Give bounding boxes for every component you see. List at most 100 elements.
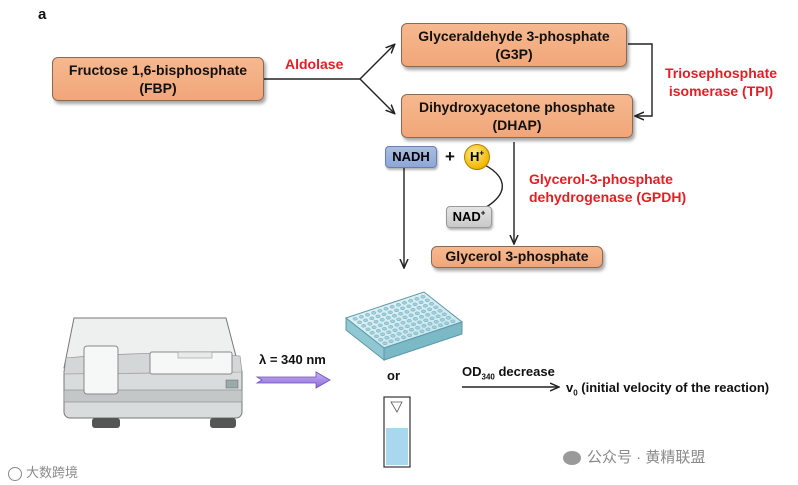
gpdh-line2: dehydrogenase (GPDH) bbox=[529, 189, 687, 205]
nadh-tag: NADH bbox=[385, 146, 437, 168]
plate-well bbox=[384, 321, 389, 325]
nad-text: NAD bbox=[452, 209, 481, 224]
plate-well bbox=[421, 324, 427, 328]
plate-well bbox=[412, 302, 418, 306]
plate-well bbox=[365, 313, 370, 317]
spectrophotometer-icon bbox=[63, 317, 243, 428]
plate-well bbox=[439, 318, 445, 322]
plate-well bbox=[400, 306, 405, 310]
proton-icon: H+ bbox=[464, 144, 490, 170]
fbp-name: Fructose 1,6-bisphosphate bbox=[68, 62, 248, 78]
plate-well bbox=[367, 322, 373, 326]
plate-well bbox=[377, 309, 383, 313]
watermark-left-text: 大数跨境 bbox=[26, 465, 79, 480]
plate-well bbox=[401, 335, 406, 339]
tpi-bracket bbox=[628, 43, 653, 116]
plate-well bbox=[404, 324, 410, 328]
plate-well bbox=[383, 307, 389, 311]
wechat-icon bbox=[563, 451, 581, 466]
plate-well bbox=[395, 303, 401, 307]
watermark-right: 公众号 · 黄精联盟 bbox=[563, 446, 705, 467]
plate-well bbox=[390, 319, 395, 323]
od-decrease-label: OD340 decrease bbox=[462, 364, 555, 382]
plate-well bbox=[406, 304, 412, 308]
plate-well bbox=[431, 311, 437, 315]
od-suffix: decrease bbox=[494, 364, 555, 379]
arrow-to-dhap bbox=[359, 78, 394, 113]
nad-tag: NAD+ bbox=[446, 206, 492, 228]
plate-well bbox=[417, 320, 422, 324]
tpi-line2: isomerase (TPI) bbox=[668, 83, 774, 99]
plate-well bbox=[389, 305, 395, 309]
plate-well bbox=[400, 321, 406, 325]
plate-well bbox=[413, 331, 419, 335]
plate-well bbox=[419, 329, 425, 333]
plate-well bbox=[425, 313, 431, 317]
plate-well bbox=[419, 315, 424, 319]
plate-well bbox=[369, 316, 375, 320]
plate-well bbox=[388, 325, 394, 329]
plate-well bbox=[450, 319, 456, 323]
plate-well bbox=[379, 318, 385, 322]
plate-well bbox=[429, 316, 435, 320]
aldolase-label: Aldolase bbox=[285, 56, 344, 72]
plate-well bbox=[420, 295, 426, 299]
plate-well bbox=[423, 318, 429, 322]
plate-well bbox=[375, 329, 381, 333]
plate-well bbox=[427, 322, 433, 326]
tpi-line1: Triosephosphate bbox=[665, 65, 778, 81]
plate-well bbox=[438, 323, 443, 327]
plate-well bbox=[414, 311, 420, 315]
plate-well bbox=[408, 299, 414, 303]
plate-well bbox=[381, 312, 387, 316]
plate-well bbox=[352, 317, 358, 321]
glycerol3p-name: Glycerol 3-phosphate bbox=[445, 248, 589, 264]
g3p-abbrev: (G3P) bbox=[495, 46, 533, 62]
plate-well bbox=[429, 302, 434, 306]
v-suffix: (initial velocity of the reaction) bbox=[577, 380, 770, 395]
or-label: or bbox=[387, 368, 400, 383]
plate-well bbox=[386, 330, 392, 334]
plate-well bbox=[371, 311, 377, 315]
plate-well bbox=[433, 305, 439, 309]
plate-well bbox=[414, 297, 420, 301]
plate-well bbox=[435, 314, 441, 318]
fbp-abbrev: (FBP) bbox=[139, 80, 177, 96]
fbp-node: Fructose 1,6-bisphosphate (FBP) bbox=[52, 57, 264, 101]
plate-well bbox=[382, 327, 387, 331]
plate-well bbox=[418, 300, 424, 304]
watermark-right-text: 公众号 · 黄精联盟 bbox=[587, 449, 706, 466]
plate-well bbox=[385, 316, 391, 320]
plate-well bbox=[425, 327, 431, 331]
plate-well bbox=[404, 310, 410, 314]
plate-well bbox=[392, 328, 398, 332]
v0-label: v0 (initial velocity of the reaction) bbox=[566, 380, 770, 397]
tpi-label: Triosephosphate isomerase (TPI) bbox=[665, 64, 777, 100]
plus-sign: + bbox=[445, 147, 455, 166]
plate-well bbox=[427, 307, 432, 311]
plate-well bbox=[382, 341, 388, 345]
arrow-to-g3p bbox=[359, 45, 394, 80]
plate-well bbox=[402, 330, 408, 334]
plate-well bbox=[407, 333, 412, 337]
plate-well bbox=[409, 328, 414, 332]
plate-well bbox=[358, 315, 364, 319]
plate-well bbox=[357, 320, 362, 324]
wavelength-label: λ = 340 nm bbox=[259, 352, 326, 367]
od-prefix: OD bbox=[462, 364, 482, 379]
plate-well bbox=[416, 306, 422, 310]
plate-well bbox=[444, 321, 449, 325]
watermark-left: 大数跨境 bbox=[8, 462, 78, 481]
plate-well bbox=[369, 331, 375, 335]
plate-well bbox=[394, 308, 399, 312]
plate-well bbox=[415, 326, 421, 330]
panel-label: a bbox=[38, 6, 47, 23]
od-subscript: 340 bbox=[481, 372, 495, 382]
plate-well bbox=[437, 309, 443, 313]
g3p-node: Glyceraldehyde 3-phosphate (G3P) bbox=[401, 23, 627, 67]
plate-well bbox=[394, 323, 400, 327]
plate-well bbox=[380, 332, 385, 336]
g3p-name: Glyceraldehyde 3-phosphate bbox=[418, 28, 610, 44]
plate-well bbox=[384, 336, 390, 340]
plate-well bbox=[392, 314, 397, 318]
